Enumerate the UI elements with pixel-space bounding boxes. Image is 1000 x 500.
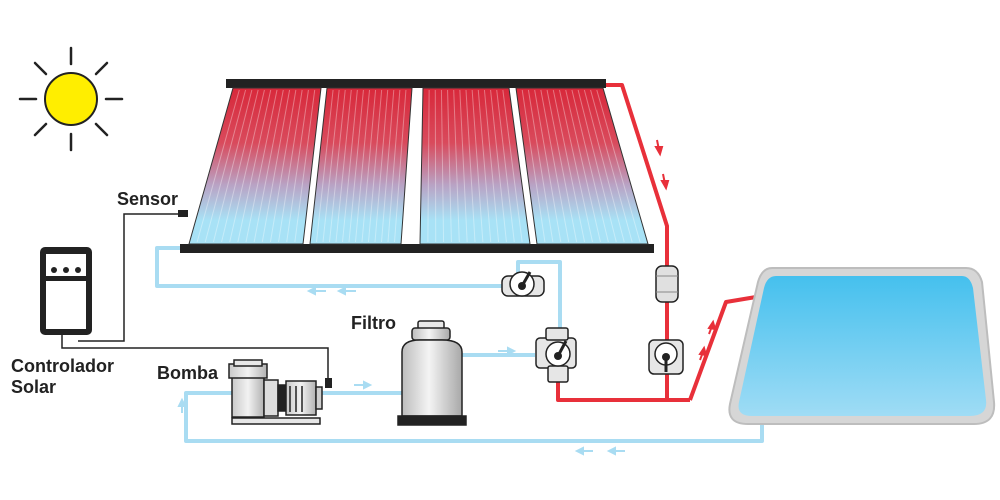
- pump-icon: [228, 359, 323, 425]
- controller-label-line1: Controlador: [11, 356, 114, 376]
- filter-icon: [397, 320, 467, 426]
- controller-label-line2: Solar: [11, 377, 57, 397]
- sensor-label: Sensor: [117, 189, 179, 209]
- sun-icon: [18, 46, 124, 152]
- valve-icon: [501, 271, 545, 297]
- controller-icon: [40, 247, 332, 388]
- pool-icon: [728, 267, 996, 425]
- controller-label: Controlador Solar: [11, 356, 114, 398]
- cold-flow-arrows: [177, 286, 625, 456]
- filter-label: Filtro: [351, 313, 396, 333]
- valve-icon: [535, 327, 577, 383]
- solar-panel-icon: [180, 79, 654, 253]
- sensor-icon: [78, 210, 188, 342]
- check-valve-icon: [655, 265, 679, 303]
- pump-label: Bomba: [157, 363, 219, 383]
- valve-icon: [648, 339, 684, 375]
- hot-flow-arrows: [654, 139, 717, 361]
- hot-pipe-supply: [556, 83, 763, 402]
